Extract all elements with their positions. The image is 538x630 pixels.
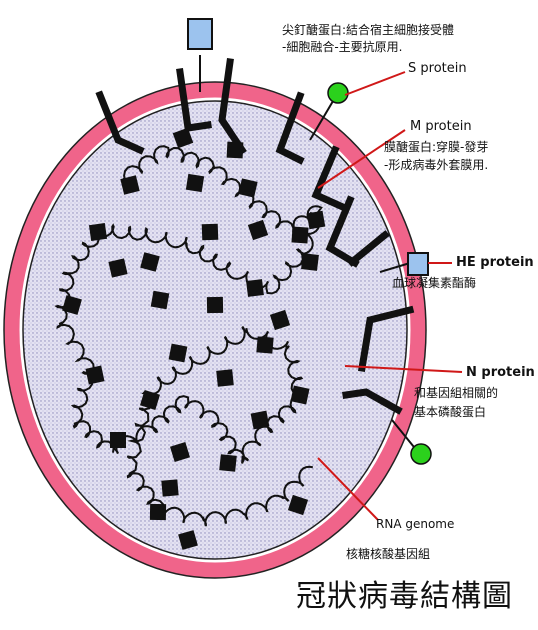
n-protein-block	[246, 279, 264, 297]
s-protein-knob-top	[328, 83, 348, 103]
m-protein-label: M protein	[410, 120, 472, 134]
n-protein-block	[291, 386, 310, 405]
s-protein-knob-bottom	[411, 444, 431, 464]
he-desc: 血球凝集素酯酶	[392, 277, 476, 290]
he-protein-top	[188, 19, 212, 92]
n-protein-block	[256, 336, 273, 353]
n-protein-block	[216, 369, 234, 387]
he-protein-side	[408, 253, 428, 275]
spike-desc-line1: 尖釘醣蛋白:結合宿主細胞接受體	[282, 24, 454, 37]
n-protein-block	[251, 411, 270, 430]
he-protein-label: HE protein	[456, 256, 534, 270]
n-desc-line2: 基本磷酸蛋白	[414, 406, 486, 419]
n-protein-block	[307, 211, 326, 230]
n-protein-block	[86, 366, 105, 385]
n-desc-line1: 和基因組相關的	[414, 387, 498, 400]
n-protein-block	[186, 174, 204, 192]
n-protein-block	[207, 297, 223, 313]
m-desc-line2: -形成病毒外套膜用.	[384, 159, 488, 172]
n-protein-block	[202, 224, 219, 241]
s-protein-label: S protein	[408, 62, 467, 76]
n-protein-block	[151, 291, 170, 310]
spike-desc-line2: -細胞融合-主要抗原用.	[282, 41, 402, 54]
n-protein-block	[169, 344, 188, 363]
rna-genome-label: RNA genome	[376, 518, 454, 531]
n-protein-block	[150, 504, 166, 520]
n-protein-block	[291, 226, 308, 243]
n-protein-block	[110, 432, 126, 448]
n-protein-block	[161, 479, 178, 496]
m-desc-line1: 膜醣蛋白:穿膜-發芽	[384, 141, 488, 154]
diagram-title: 冠狀病毒結構圖	[296, 580, 513, 613]
n-protein-block	[89, 223, 107, 241]
n-protein-label: N protein	[466, 366, 535, 380]
n-protein-block	[301, 253, 319, 271]
rna-desc: 核糖核酸基因組	[346, 548, 430, 561]
n-protein-block	[219, 454, 237, 472]
